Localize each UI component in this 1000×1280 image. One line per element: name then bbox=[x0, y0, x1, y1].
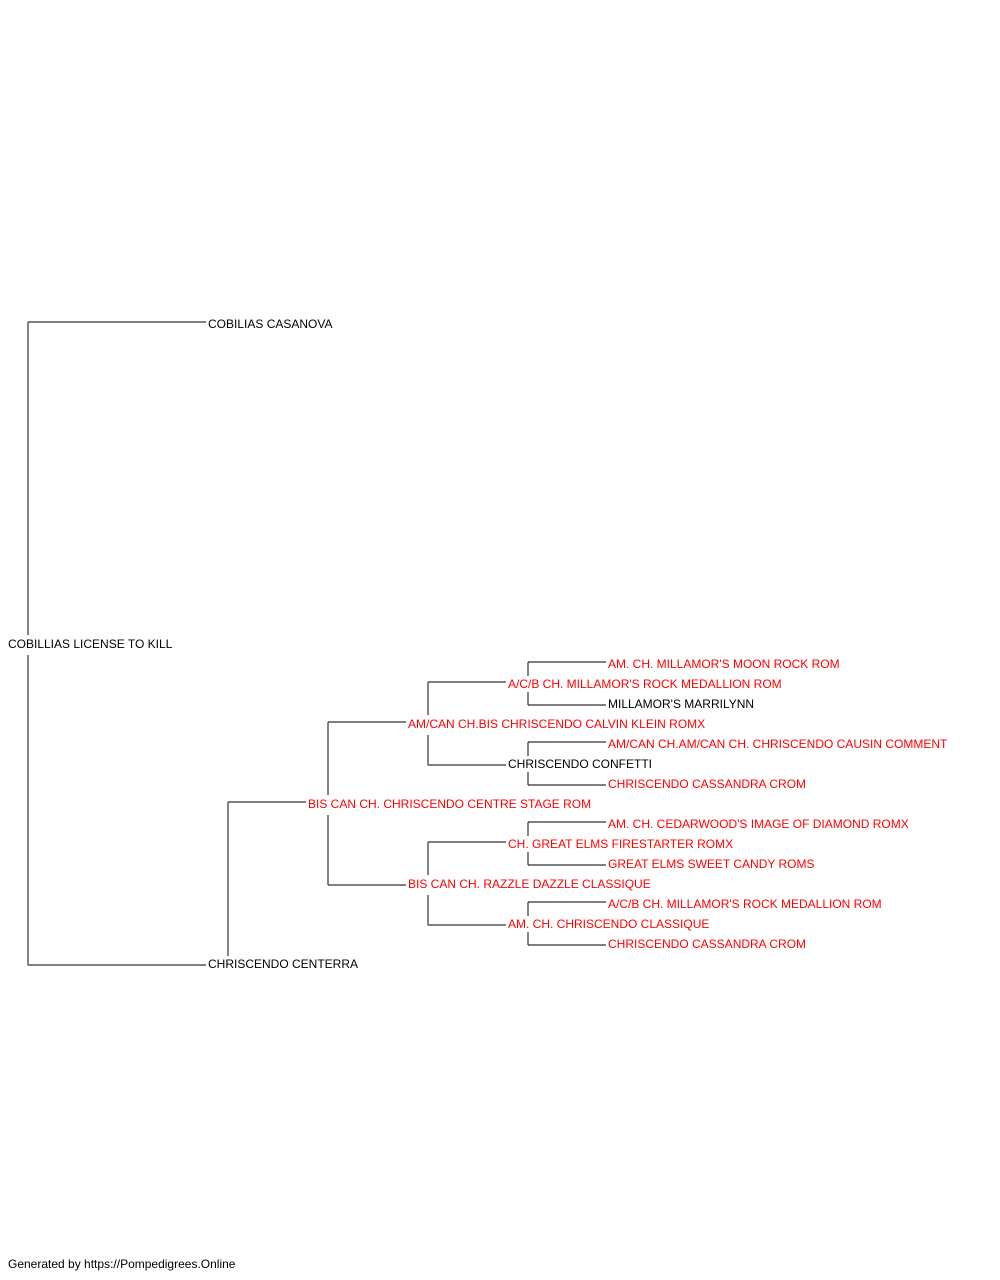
dog-name-dam-sire-sire-sire[interactable]: A/C/B CH. MILLAMOR'S ROCK MEDALLION ROM bbox=[508, 677, 782, 691]
dog-name-dam-sire-sire[interactable]: AM/CAN CH.BIS CHRISCENDO CALVIN KLEIN RO… bbox=[408, 717, 706, 731]
dog-name-subject[interactable]: COBILLIAS LICENSE TO KILL bbox=[8, 637, 173, 651]
footer-credit: Generated by https://Pompedigrees.Online bbox=[8, 1257, 236, 1271]
dog-name-gen5[interactable]: AM/CAN CH.AM/CAN CH. CHRISCENDO CAUSIN C… bbox=[608, 737, 948, 751]
dog-name-gen5[interactable]: CHRISCENDO CASSANDRA CROM bbox=[608, 937, 807, 951]
dog-name-gen5[interactable]: A/C/B CH. MILLAMOR'S ROCK MEDALLION ROM bbox=[608, 897, 882, 911]
dog-name-dam[interactable]: CHRISCENDO CENTERRA bbox=[208, 957, 359, 971]
dog-name-gen5[interactable]: AM. CH. MILLAMOR'S MOON ROCK ROM bbox=[608, 657, 840, 671]
dog-name-gen5[interactable]: GREAT ELMS SWEET CANDY ROMS bbox=[608, 857, 815, 871]
dog-name-gen5[interactable]: MILLAMOR'S MARRILYNN bbox=[608, 697, 755, 711]
dog-name-gen5[interactable]: CHRISCENDO CASSANDRA CROM bbox=[608, 777, 807, 791]
dog-name-dam-sire-sire-dam[interactable]: CHRISCENDO CONFETTI bbox=[508, 757, 652, 771]
dog-name-dam-sire-dam[interactable]: BIS CAN CH. RAZZLE DAZZLE CLASSIQUE bbox=[408, 877, 651, 891]
dog-name-dam-sire[interactable]: BIS CAN CH. CHRISCENDO CENTRE STAGE ROM bbox=[308, 797, 592, 811]
dog-name-gen5[interactable]: AM. CH. CEDARWOOD'S IMAGE OF DIAMOND ROM… bbox=[608, 817, 909, 831]
dog-name-dam-sire-dam-dam[interactable]: AM. CH. CHRISCENDO CLASSIQUE bbox=[508, 917, 710, 931]
dog-name-sire[interactable]: COBILIAS CASANOVA bbox=[208, 317, 333, 331]
dog-name-dam-sire-dam-sire[interactable]: CH. GREAT ELMS FIRESTARTER ROMX bbox=[508, 837, 734, 851]
